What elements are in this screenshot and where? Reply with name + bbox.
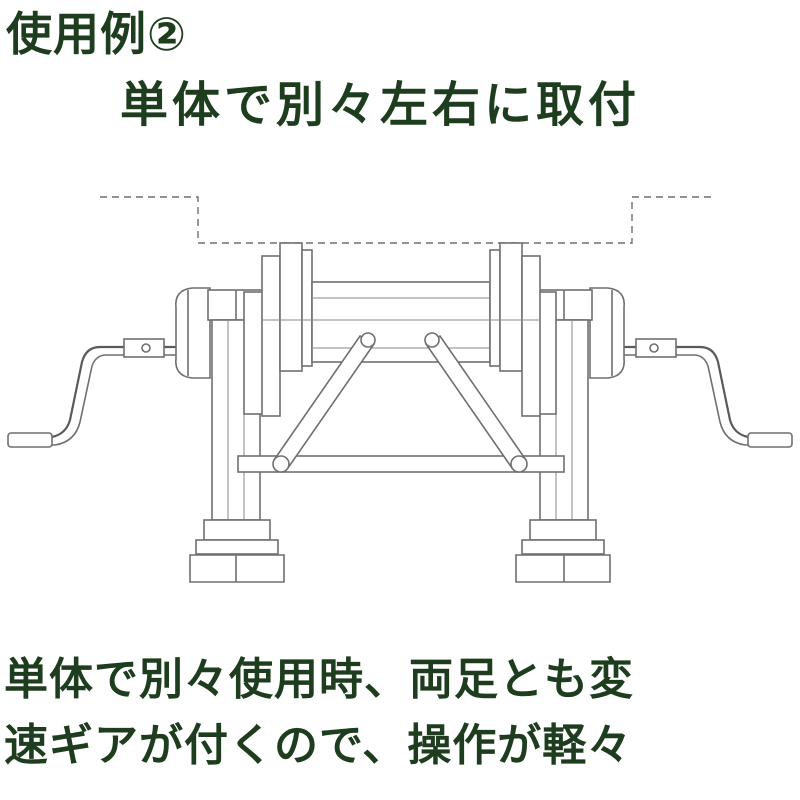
left-jack xyxy=(7,287,285,583)
center-drum xyxy=(261,242,541,417)
left-top-pivot xyxy=(360,332,376,348)
left-crank-coupler xyxy=(123,338,165,358)
right-bottom-pivot xyxy=(510,455,528,473)
right-crank-handle xyxy=(618,345,776,439)
left-bottom-pivot xyxy=(272,455,290,473)
right-top-pivot xyxy=(424,332,440,348)
caption-line-2: 速ギアが付くので、操作が軽々 xyxy=(4,720,633,771)
linkage xyxy=(237,332,565,473)
title-line-1: 使用例② xyxy=(6,7,187,61)
left-crank-handle xyxy=(24,345,182,439)
tie-bar xyxy=(237,455,565,473)
left-jack-foot xyxy=(189,554,285,583)
load-outline-dashed xyxy=(100,196,712,244)
right-jack-base-collar xyxy=(529,519,597,541)
title-line-2: 単体で別々左右に取付 xyxy=(120,77,641,133)
left-gear-housing xyxy=(175,287,211,379)
right-jack-foot xyxy=(515,554,611,583)
right-gear-housing xyxy=(589,287,625,379)
left-crank-grip xyxy=(7,432,53,448)
right-crank-coupler xyxy=(635,338,677,358)
left-jack-base-collar xyxy=(203,519,271,541)
right-crank-grip xyxy=(747,432,793,448)
caption-line-1: 単体で別々使用時、両足とも変 xyxy=(4,654,634,705)
right-jack xyxy=(515,287,793,583)
